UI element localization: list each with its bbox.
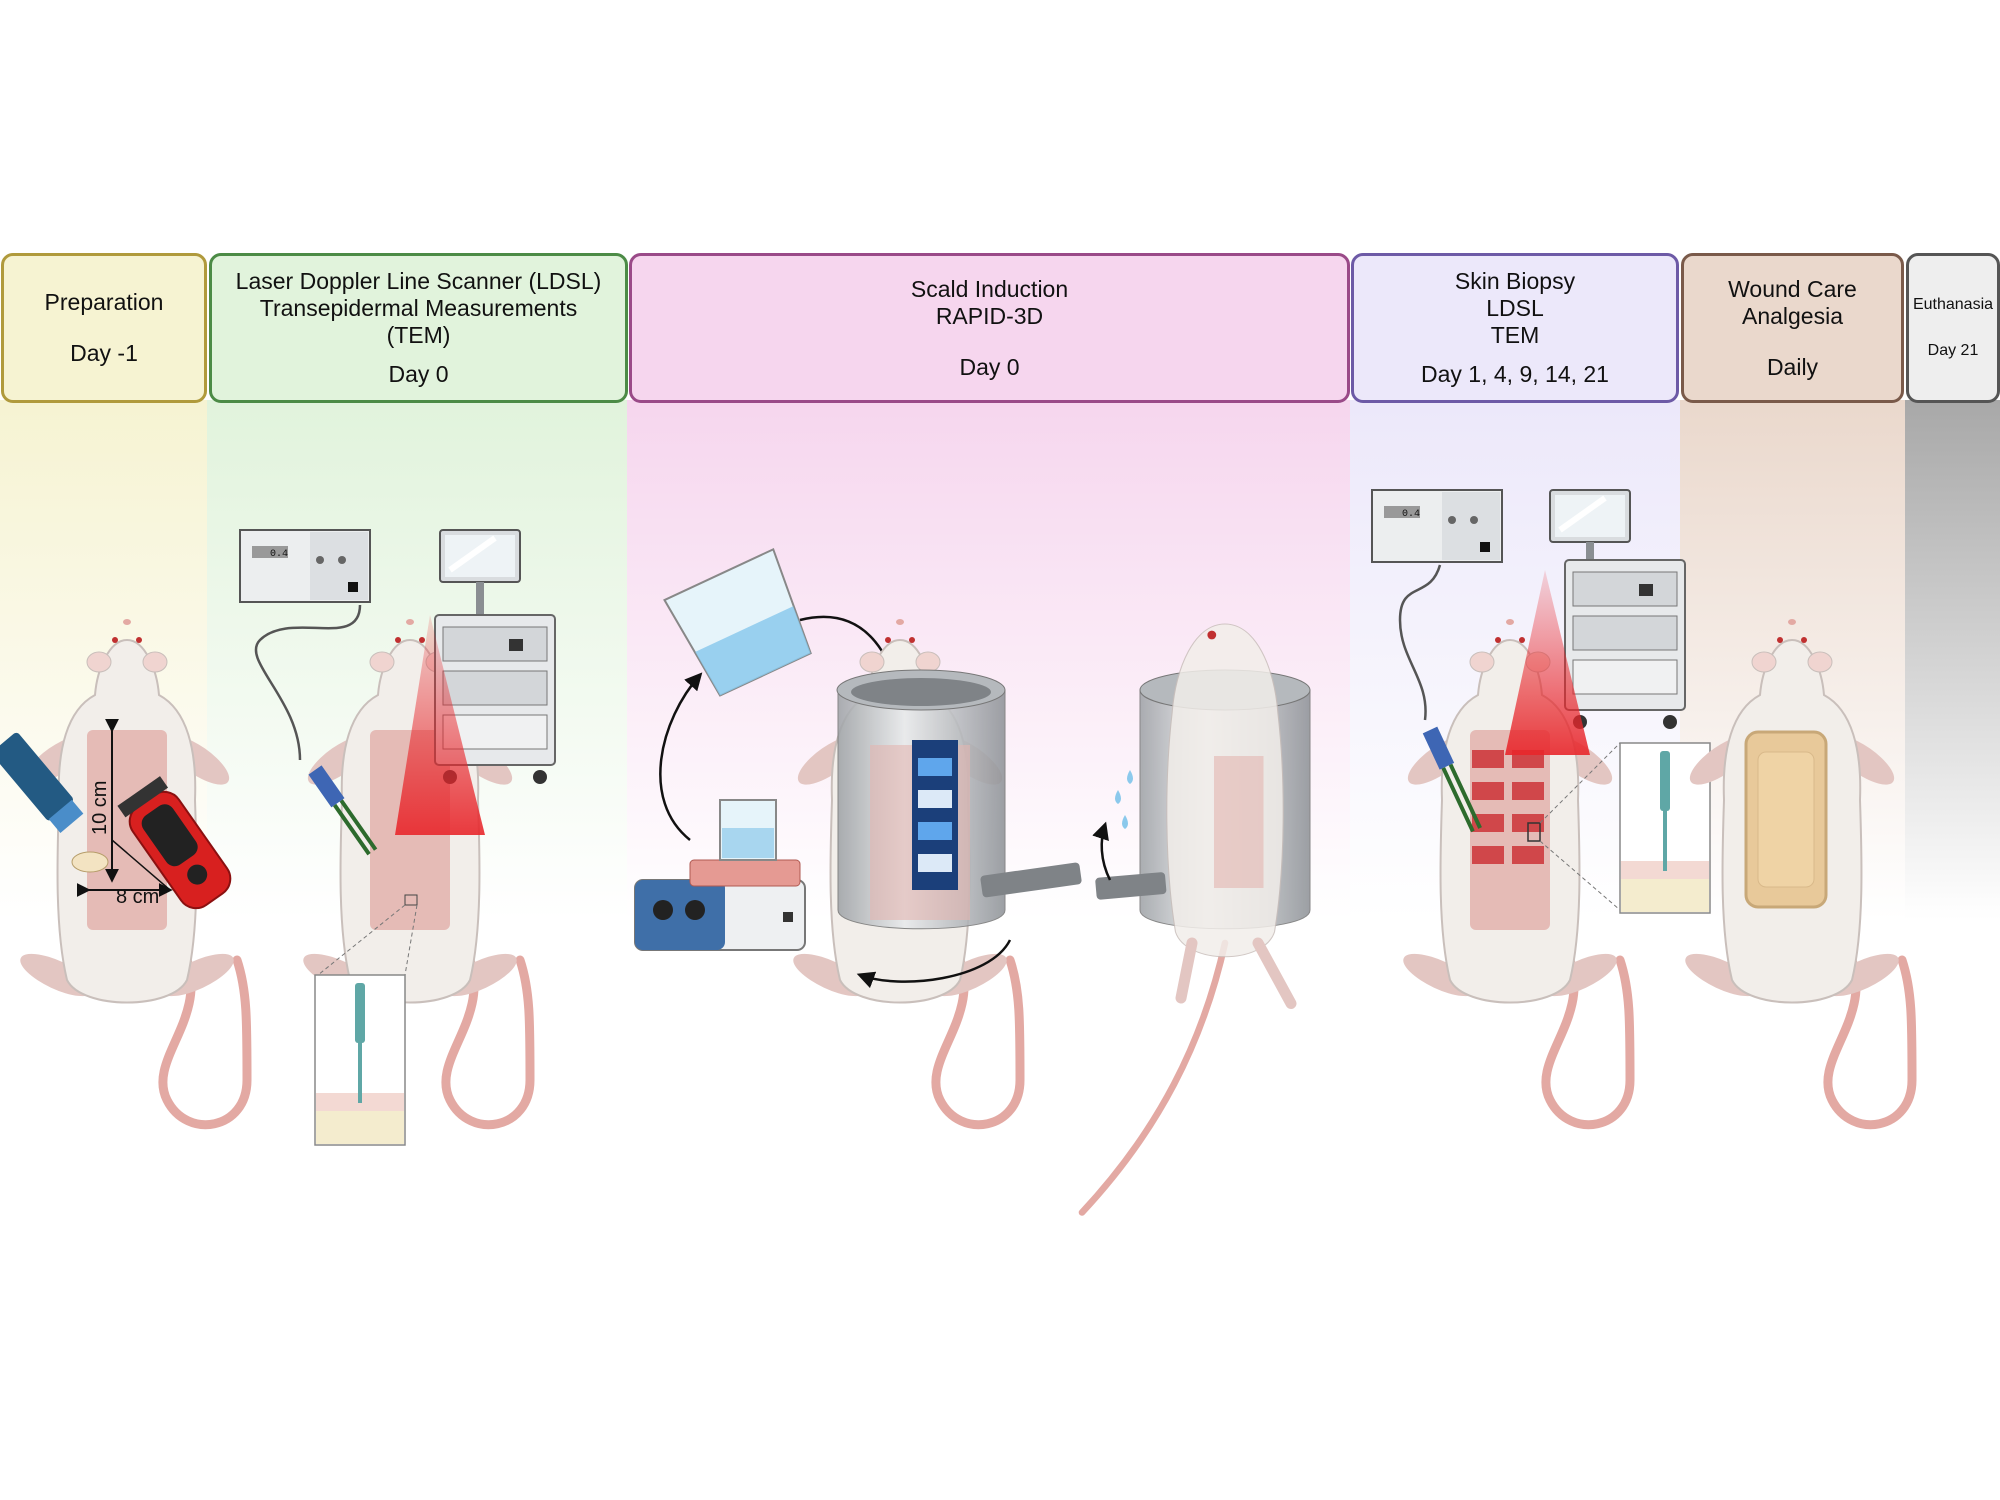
- cream-tube-icon: [0, 732, 84, 833]
- dressing-icon: [1744, 730, 1828, 909]
- probe-marker: [1527, 822, 1541, 842]
- tem-probe-icon: [308, 765, 378, 856]
- probe-cable: [254, 604, 362, 761]
- monitor-icon: [440, 530, 520, 622]
- phase-title: Euthanasia: [1912, 296, 1994, 313]
- laser-beam: [1505, 570, 1590, 755]
- phase-title: Scald Induction: [910, 275, 1069, 302]
- ldsl-scanner-icon: [1371, 489, 1503, 563]
- phase-subtitle: Analgesia: [1741, 302, 1844, 329]
- razor-icon: [117, 776, 232, 910]
- probe-cable: [1398, 564, 1442, 721]
- measurement-width: 8 cm: [116, 886, 159, 908]
- phase-ldsl: Laser Doppler Line Scanner (LDSL) Transe…: [209, 253, 628, 403]
- phase-day: Daily: [1766, 353, 1819, 380]
- cycle-arrow-left: [659, 672, 703, 841]
- phase-subtitle: LDSL: [1486, 295, 1544, 321]
- phase-subtitle: Transepidermal Measurements: [259, 295, 578, 321]
- phase-title: Preparation: [44, 289, 164, 315]
- phase-day: Day 0: [959, 353, 1020, 380]
- phase-subtitle: TEM: [1490, 322, 1540, 348]
- scanner-readout: 0.4: [1402, 509, 1420, 520]
- phase-day: Day 0: [388, 361, 449, 387]
- hot-plate-icon: [634, 859, 806, 951]
- cycle-arrow-bottom: [856, 939, 1012, 989]
- probe-inset-icon: [314, 974, 406, 1146]
- cart-icon: [1564, 559, 1686, 730]
- scald-device-icon: [836, 669, 1082, 930]
- phase-day: Day 1, 4, 9, 14, 21: [1421, 361, 1609, 387]
- cream-blob: [71, 851, 109, 873]
- mouse-icon: [1398, 619, 1630, 1125]
- tem-probe-icon: [1422, 726, 1482, 833]
- beaker-icon: [719, 799, 777, 861]
- phase-preparation: Preparation Day -1: [1, 253, 207, 403]
- phase-day: Day 21: [1927, 342, 1979, 359]
- ldsl-scanner-icon: [239, 529, 371, 603]
- water-droplets-icon: [1115, 770, 1133, 829]
- phase-subtitle: RAPID-3D: [935, 302, 1044, 329]
- cycle-arrow-right: [1092, 821, 1112, 881]
- phase-subtitle: (TEM): [386, 322, 451, 348]
- probe-marker: [404, 894, 418, 906]
- measurement-arrows: [76, 718, 173, 897]
- phase-wound-care: Wound Care Analgesia Daily: [1681, 253, 1904, 403]
- phase-biopsy: Skin Biopsy LDSL TEM Day 1, 4, 9, 14, 21: [1351, 253, 1679, 403]
- phase-title: Skin Biopsy: [1454, 268, 1576, 294]
- phase-title: Laser Doppler Line Scanner (LDSL): [235, 268, 602, 294]
- laser-beam: [395, 615, 485, 835]
- band-euthanasia: [1905, 400, 2000, 920]
- phase-euthanasia: Euthanasia Day 21: [1906, 253, 2000, 403]
- measurement-height: 10 cm: [89, 781, 111, 835]
- beaker-icon: [663, 547, 812, 697]
- phase-day: Day -1: [70, 340, 138, 366]
- mouse-icon: [1078, 623, 1297, 1216]
- scanner-readout: 0.4: [270, 549, 288, 560]
- phase-scald: Scald Induction RAPID-3D Day 0: [629, 253, 1350, 403]
- phase-title: Wound Care: [1728, 275, 1857, 302]
